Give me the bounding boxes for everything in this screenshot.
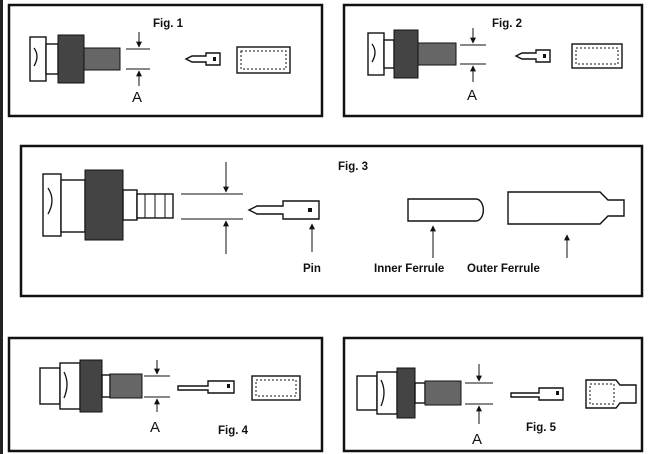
pin xyxy=(184,52,221,66)
outer-ferrule-label: Outer Ferrule xyxy=(467,263,540,275)
scan-edge xyxy=(0,0,3,454)
figure-3-frame xyxy=(19,144,644,298)
dimension-a-label: A xyxy=(472,431,482,448)
pin xyxy=(510,387,564,401)
pin-label: Pin xyxy=(303,263,321,275)
inner-ferrule: Inner Ferrule xyxy=(374,198,484,275)
outer-ferrule: Outer Ferrule xyxy=(467,191,625,275)
dimension-a: A xyxy=(465,364,493,448)
inner-ferrule xyxy=(236,46,291,74)
figure-4-title: Fig. 4 xyxy=(218,425,249,437)
bnc-connector-body xyxy=(42,169,174,241)
dimension-a-label: A xyxy=(467,87,477,104)
figure-2-frame xyxy=(342,3,644,118)
inner-ferrule xyxy=(251,375,301,401)
dimension-a: A xyxy=(126,32,150,106)
dimension-a: A xyxy=(460,28,486,104)
bnc-connector-body xyxy=(367,29,457,79)
outer-ferrule xyxy=(585,379,637,409)
bnc-connector-body xyxy=(29,34,121,84)
figure-4-frame xyxy=(7,336,324,453)
figure-3-title: Fig. 3 xyxy=(338,161,368,173)
figure-5: Fig. 5 A xyxy=(342,336,644,453)
figure-3: Fig. 3 Pin Inner Ferrule xyxy=(19,144,644,298)
figure-1-frame xyxy=(7,3,324,118)
pin: Pin xyxy=(247,200,321,275)
dimension-a-label: A xyxy=(150,419,160,436)
pin xyxy=(177,380,235,394)
dimension-a: A xyxy=(144,360,170,436)
inner-ferrule xyxy=(571,43,623,69)
figure-1-title: Fig. 1 xyxy=(153,18,184,30)
figure-1: Fig. 1 A xyxy=(7,3,324,118)
bnc-connector-body xyxy=(39,359,143,413)
figure-5-title: Fig. 5 xyxy=(526,422,557,434)
pin xyxy=(514,49,551,63)
dimension-a-label: A xyxy=(132,89,142,106)
dimension-a xyxy=(181,162,243,254)
figure-4: Fig. 4 A xyxy=(7,336,324,453)
inner-ferrule-label: Inner Ferrule xyxy=(374,263,444,275)
figure-5-frame xyxy=(342,336,644,453)
figure-2-title: Fig. 2 xyxy=(492,18,522,30)
bnc-connector-body xyxy=(356,367,462,419)
figure-2: Fig. 2 A xyxy=(342,3,644,118)
